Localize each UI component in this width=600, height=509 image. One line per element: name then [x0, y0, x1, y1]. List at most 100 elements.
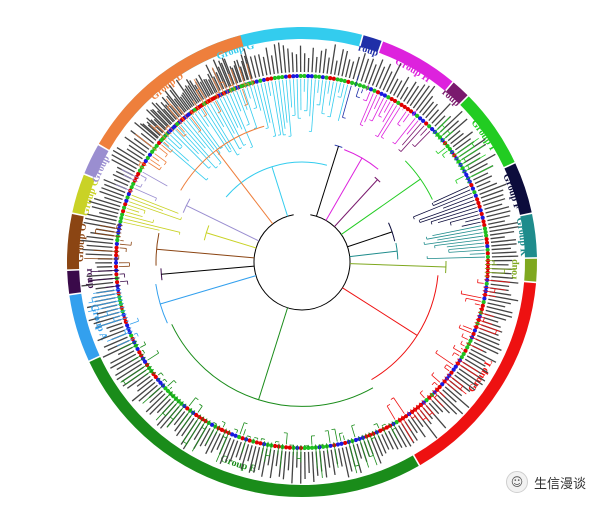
group-arc-h: [378, 41, 453, 91]
tip-marker: [291, 74, 296, 79]
tip-marker: [464, 172, 469, 177]
clade-join: [215, 91, 220, 94]
tip-label: [231, 67, 239, 84]
leaf-branch: [179, 407, 193, 425]
leaf-branch: [329, 82, 338, 117]
tip-marker: [389, 96, 394, 102]
group-arc-j: [524, 258, 537, 282]
clade-join: [173, 380, 177, 384]
leaf-branch: [162, 142, 207, 181]
leaf-branch: [264, 82, 277, 137]
leaf-branch: [465, 218, 480, 223]
tip-marker: [186, 112, 191, 117]
leaf-branch: [176, 128, 185, 137]
tip-label: [490, 283, 510, 288]
tip-label: [128, 144, 145, 157]
tip-label: [139, 123, 159, 139]
leaf-branch: [361, 434, 370, 457]
leaf-branch: [429, 392, 444, 408]
tip-label: [217, 66, 228, 88]
leaf-branch: [140, 344, 146, 348]
tip-marker: [402, 104, 407, 110]
leaf-branch: [469, 335, 481, 342]
tip-label: [239, 66, 246, 81]
tip-label: [111, 154, 137, 170]
leaf-branch: [326, 443, 329, 454]
leaf-branch: [88, 303, 124, 313]
leaf-branch: [484, 271, 505, 274]
tip-label: [229, 440, 239, 462]
leaf-branch: [116, 337, 136, 347]
leaf-branch: [215, 93, 219, 100]
leaf-branch: [412, 407, 424, 421]
tip-marker: [484, 240, 490, 245]
tip-marker: [484, 233, 489, 238]
tip-label: [101, 187, 125, 197]
leaf-branch: [252, 438, 255, 444]
clade-join: [337, 96, 341, 98]
leaf-branch: [466, 297, 481, 302]
leaf-branch: [455, 145, 484, 164]
tip-marker: [135, 346, 140, 352]
leaf-branch: [216, 99, 235, 134]
tip-marker: [265, 77, 270, 82]
tip-label: [140, 132, 155, 144]
tip-label: [444, 386, 470, 409]
tip-label: [483, 317, 499, 323]
tip-label: [235, 441, 242, 458]
tip-marker: [113, 260, 119, 265]
tip-label: [133, 138, 150, 150]
leaf-branch: [437, 210, 478, 224]
leaf-branch: [191, 420, 211, 452]
clade-join: [434, 394, 438, 398]
leaf-branch: [466, 180, 471, 184]
tip-marker: [349, 80, 355, 85]
tip-marker: [163, 386, 168, 391]
leaf-branch: [236, 90, 250, 125]
leaf-branch: [461, 221, 481, 227]
tip-label: [156, 398, 171, 414]
tip-marker: [114, 245, 119, 250]
tip-marker: [482, 296, 487, 301]
tip-marker: [449, 370, 454, 375]
tip-label: [396, 76, 410, 98]
tip-label: [485, 309, 513, 318]
leaf-branch: [186, 119, 222, 163]
tip-label: [85, 217, 116, 226]
leaf-branch: [140, 174, 147, 179]
clade-join: [431, 202, 434, 206]
clade-join: [106, 311, 109, 316]
clade-join: [419, 390, 423, 394]
tip-label: [318, 50, 323, 73]
clade-join: [369, 119, 373, 122]
tip-label: [473, 172, 489, 181]
tip-label: [163, 108, 176, 122]
leaf-branch: [192, 100, 200, 111]
leaf-branch: [150, 124, 167, 140]
leaf-branch: [119, 340, 138, 350]
tip-marker: [421, 118, 426, 123]
tip-label: [131, 381, 156, 402]
clade-join: [198, 129, 202, 133]
group-label-o: Group O: [75, 222, 89, 262]
clade-join: [167, 103, 171, 108]
leaf-branch: [388, 422, 398, 439]
tip-label: [175, 79, 195, 106]
leaf-branch: [419, 392, 425, 399]
root-ring: [253, 214, 351, 311]
leaf-branch: [444, 367, 450, 372]
clade-join: [465, 298, 467, 302]
tip-label: [307, 451, 310, 474]
leaf-branch: [142, 171, 168, 187]
clade-arc: [160, 268, 163, 281]
tip-marker: [465, 345, 470, 350]
tip-label: [179, 96, 190, 110]
clade-join: [458, 324, 461, 329]
tip-label: [145, 393, 166, 413]
tip-label: [124, 136, 148, 154]
clade-join: [430, 221, 433, 225]
tip-marker: [469, 183, 474, 188]
clade-join: [243, 143, 247, 146]
tip-marker: [471, 331, 476, 337]
leaf-branch: [129, 320, 139, 325]
